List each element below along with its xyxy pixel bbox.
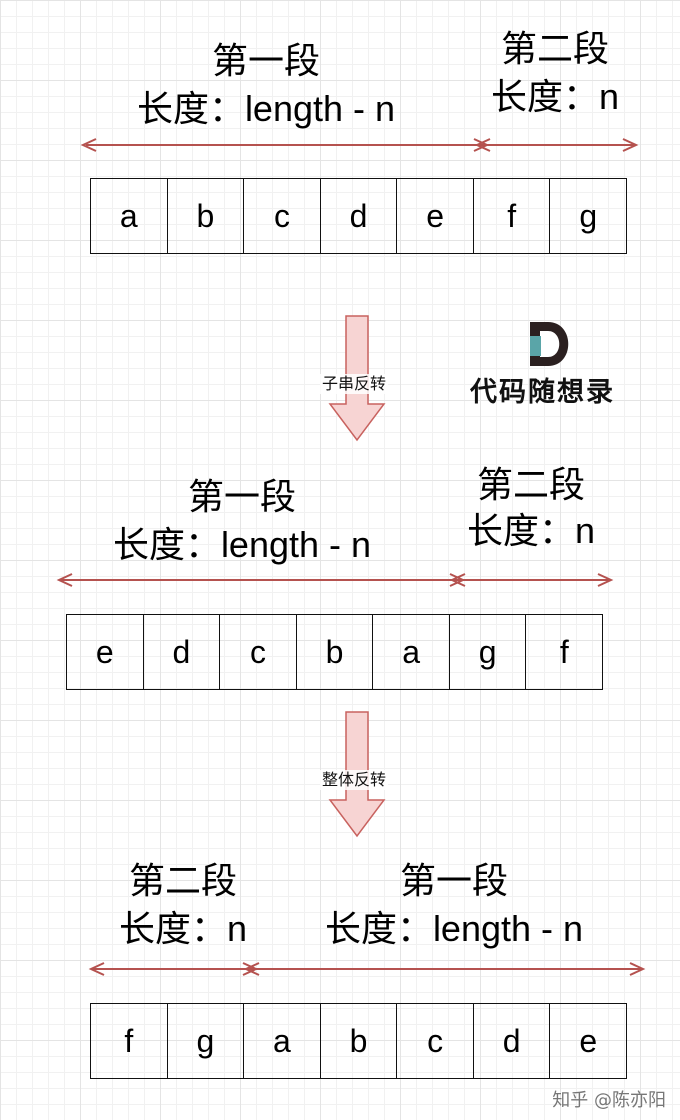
section1-seg2-arrow: [474, 138, 639, 152]
array-cell: g: [168, 1004, 245, 1078]
logo-text: 代码随想录: [470, 377, 615, 408]
section1-seg1-arrow: [80, 138, 490, 152]
array-cell: c: [220, 615, 297, 689]
section3-array: f g a b c d e: [90, 1003, 627, 1079]
array-cell: d: [144, 615, 221, 689]
watermark: 知乎 @陈亦阳: [552, 1090, 666, 1111]
array-cell: c: [397, 1004, 474, 1078]
array-cell: c: [244, 179, 321, 253]
array-cell: a: [91, 179, 168, 253]
section3-seg1-name: 第二段: [128, 860, 237, 901]
section1-array: a b c d e f g: [90, 178, 627, 254]
section3-seg1-length: 长度：n: [118, 908, 248, 949]
array-cell: b: [168, 179, 245, 253]
array-cell: d: [321, 179, 398, 253]
array-cell: e: [67, 615, 144, 689]
array-cell: a: [373, 615, 450, 689]
section1-seg1-length: 长度：length - n: [136, 88, 396, 129]
array-cell: e: [397, 179, 474, 253]
section3-seg2-name: 第一段: [399, 860, 508, 901]
array-cell: f: [474, 179, 551, 253]
section2-seg2-name: 第二段: [476, 464, 585, 505]
section3-seg2-length: 长度：length - n: [324, 908, 584, 949]
section2-seg1-length: 长度：length - n: [112, 524, 372, 565]
array-cell: e: [579, 1022, 598, 1059]
array-cell: a: [244, 1004, 321, 1078]
section2-seg1-name: 第一段: [187, 476, 296, 517]
step2-label: 整体反转: [320, 770, 389, 790]
section2-seg1-arrow: [56, 573, 466, 587]
section3-seg1-arrow: [88, 962, 259, 976]
array-cell: g: [450, 615, 527, 689]
array-cell: d: [474, 1004, 551, 1078]
section2-seg2-arrow: [449, 573, 614, 587]
logo-mark: [530, 322, 569, 366]
array-cell: b: [321, 1004, 398, 1078]
array-cell: b: [297, 615, 374, 689]
array-cell: g: [579, 197, 598, 234]
section2-seg2-length: 长度：n: [466, 510, 596, 551]
step1-label: 子串反转: [320, 374, 389, 394]
section1-seg2-length: 长度：n: [490, 76, 620, 117]
array-cell: f: [91, 1004, 168, 1078]
section2-array: e d c b a g f: [66, 614, 603, 690]
section1-seg1-name: 第一段: [211, 40, 320, 81]
section3-seg2-arrow: [243, 962, 646, 976]
array-cell: f: [559, 633, 569, 670]
section1-seg2-name: 第二段: [500, 28, 609, 69]
